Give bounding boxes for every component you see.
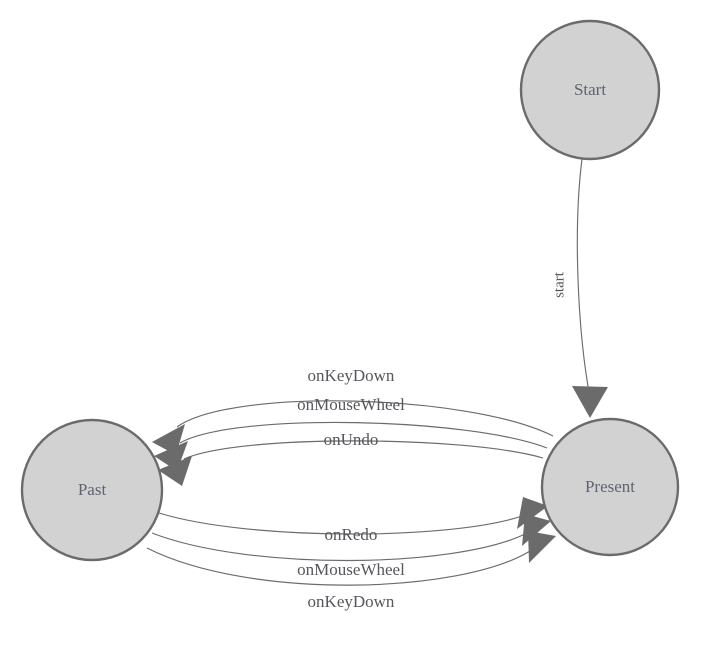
node-past-circle[interactable] [20, 418, 164, 562]
edge-label-onkeydown-redo: onKeyDown [308, 592, 395, 611]
node-start-label: Start [574, 80, 606, 99]
node-present-label: Present [585, 477, 635, 496]
edge-past-to-present-onkeydown-path [146, 547, 531, 586]
edge-past-to-present-onredo-path [158, 512, 523, 535]
edge-start-to-present-arrowhead [572, 386, 608, 418]
edge-label-onmousewheel-redo: onMouseWheel [297, 560, 405, 579]
edge-label-onredo: onRedo [325, 525, 378, 544]
edge-label-start: start [551, 271, 567, 298]
edge-past-to-present-onkeydown-arrowhead [528, 531, 556, 563]
edge-start-to-present-path [576, 158, 590, 393]
edge-present-to-past-onundo-path [183, 440, 544, 460]
edge-present-to-past-onmousewheel-path [179, 421, 548, 449]
edge-label-onkeydown-undo: onKeyDown [308, 366, 395, 385]
node-present-circle[interactable] [540, 417, 680, 557]
edge-present-to-past-onundo[interactable]: onUndo [158, 430, 544, 486]
node-present[interactable]: Present [540, 417, 680, 557]
edge-present-to-past-onundo-arrowhead [158, 456, 192, 486]
edge-start-to-present[interactable]: start [551, 158, 608, 418]
node-past[interactable]: Past [20, 418, 164, 562]
edge-past-to-present-onmousewheel-path [151, 532, 526, 562]
edge-past-to-present-onredo[interactable]: onRedo [158, 497, 548, 544]
edge-label-onundo: onUndo [324, 430, 379, 449]
edge-present-to-past-onkeydown-path [176, 400, 554, 437]
edge-label-onmousewheel-undo: onMouseWheel [297, 395, 405, 414]
edge-past-to-present-onkeydown[interactable]: onKeyDown [146, 531, 556, 611]
node-start[interactable]: Start [519, 19, 661, 161]
node-past-label: Past [78, 480, 107, 499]
node-start-circle[interactable] [519, 19, 661, 161]
